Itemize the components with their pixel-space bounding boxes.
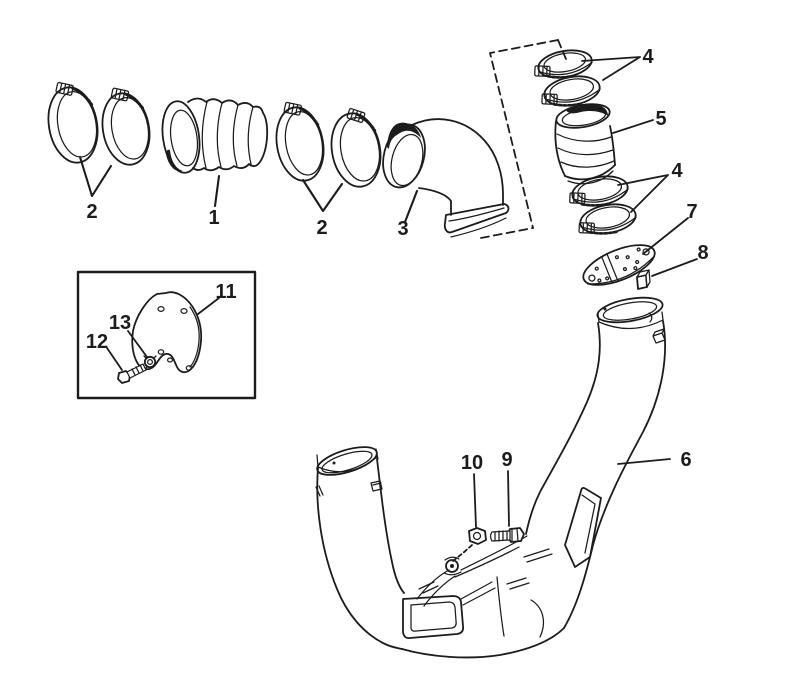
dashed-alignment-guide: [480, 39, 567, 239]
callout-4-upper: 4: [642, 46, 654, 68]
callout-12: 12: [86, 331, 108, 353]
hose-clamp: [47, 82, 99, 164]
callout-8: 8: [697, 242, 708, 264]
callout-5: 5: [655, 108, 666, 130]
bellows-hose: [554, 103, 616, 185]
hose-clamp: [275, 101, 325, 182]
callout-6: 6: [680, 449, 691, 471]
nut: [452, 527, 487, 562]
bolt: [489, 527, 525, 543]
corrugated-hose: [161, 97, 269, 174]
callout-1: 1: [208, 207, 219, 229]
bracket-plate: [131, 291, 203, 374]
callout-4-lower: 4: [671, 160, 683, 182]
lock-washer: [143, 355, 157, 370]
callout-2-left: 2: [86, 201, 97, 223]
callout-10: 10: [461, 452, 483, 474]
callout-11: 11: [215, 281, 236, 303]
callout-13: 13: [109, 312, 131, 334]
y-pipe: [315, 296, 666, 659]
callout-2-middle: 2: [316, 217, 327, 239]
small-bolt: [117, 363, 147, 384]
oval-plate: [582, 244, 656, 286]
hose-clamp: [541, 75, 601, 107]
leader-lines: [78, 56, 698, 528]
hose-clamp: [569, 175, 629, 207]
callout-9: 9: [501, 449, 512, 471]
small-block: [636, 269, 651, 290]
exhaust-elbow: [382, 118, 510, 238]
hose-clamp: [578, 203, 637, 235]
hose-clamp: [330, 108, 382, 188]
inset-box: [76, 270, 257, 400]
callout-3: 3: [397, 218, 408, 240]
callout-labels: 2 1 2 3 4 5 4 7 8 6 10 9 11 13 12: [86, 46, 709, 474]
hose-clamp: [101, 87, 151, 166]
callout-7: 7: [686, 201, 697, 223]
